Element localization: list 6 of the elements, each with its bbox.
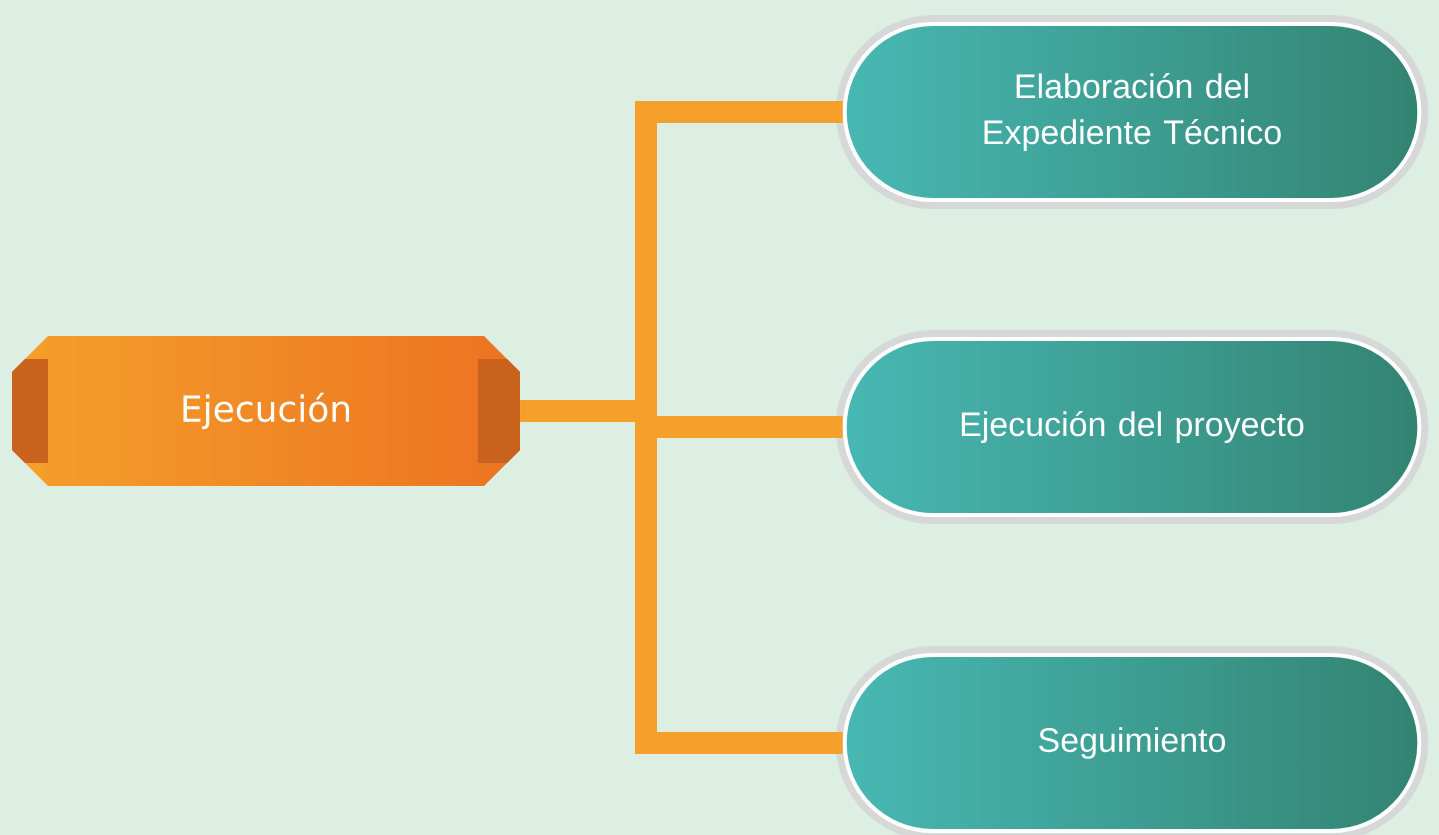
node-label: Ejecución: [183, 392, 350, 430]
connector: [520, 400, 843, 754]
pill-box: Ejecución del proyecto: [835, 330, 1429, 524]
pill-box: Seguimiento: [835, 646, 1429, 835]
pill-box: Elaboración del Expediente Técnico: [835, 15, 1429, 209]
hexagon-box: Ejecución: [12, 359, 520, 463]
